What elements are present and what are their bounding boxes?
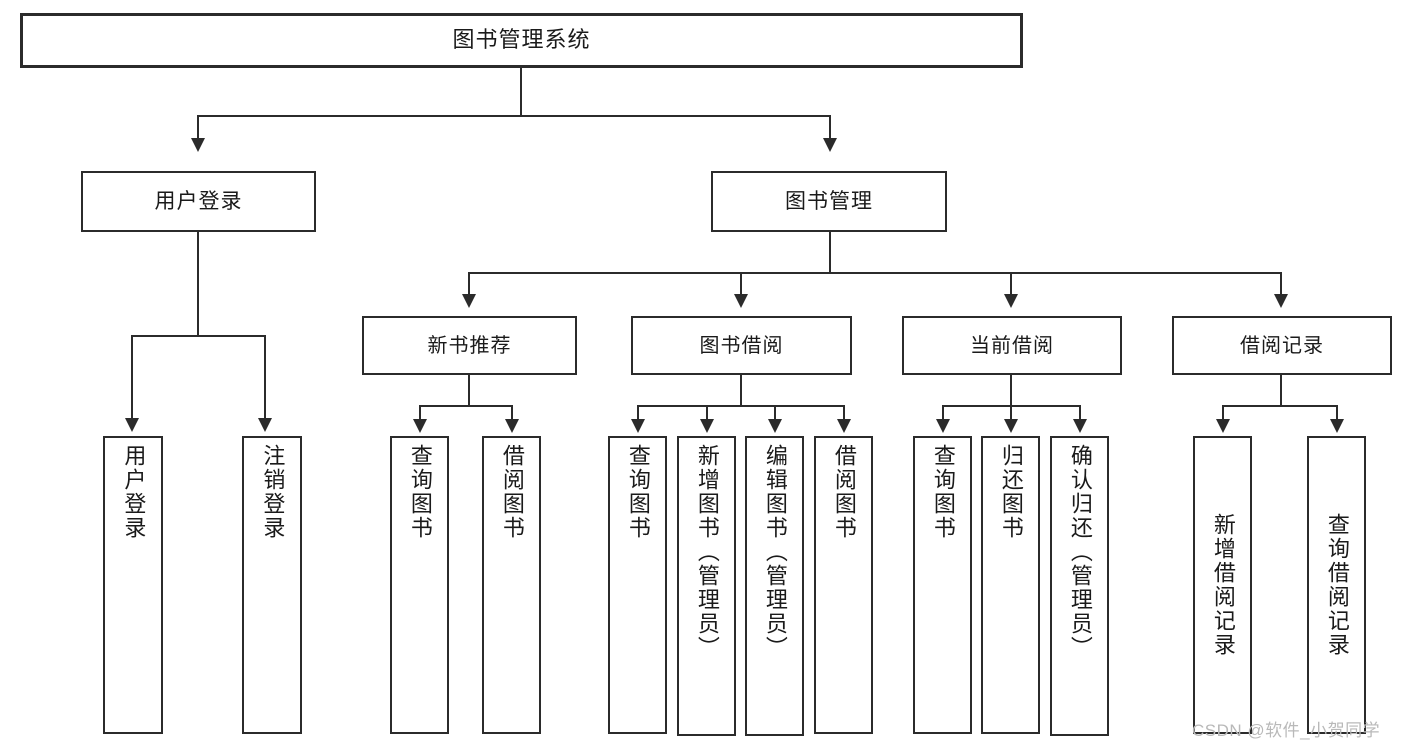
csdn-watermark: CSDN @软件_小贺同学 bbox=[1192, 716, 1380, 741]
node-label: 查询图书 bbox=[407, 444, 433, 540]
arrowhead-current-borrow-leaf-3 bbox=[1073, 419, 1087, 433]
arrowhead-current-borrow-leaf-1 bbox=[936, 419, 950, 433]
leaf-borrow-record-add-record[interactable]: 新增借阅记录 bbox=[1193, 436, 1252, 734]
connector-book-borrow-drop-3 bbox=[774, 405, 776, 421]
arrowhead-to-user-login bbox=[191, 138, 205, 152]
node-label: 图书管理系统 bbox=[452, 27, 591, 53]
leaf-new-book-query-book[interactable]: 查询图书 bbox=[390, 436, 449, 734]
connector-borrow-record-drop-2 bbox=[1336, 405, 1338, 421]
connector-current-borrow-drop-1 bbox=[942, 405, 944, 421]
leaf-borrow-record-query-record[interactable]: 查询借阅记录 bbox=[1307, 436, 1366, 734]
watermark-text: CSDN @软件_小贺同学 bbox=[1192, 721, 1381, 740]
arrowhead-current-borrow-leaf-2 bbox=[1004, 419, 1018, 433]
connector-book-borrow-trunk bbox=[740, 375, 742, 405]
leaf-book-borrow-edit-book[interactable]: 编辑图书（管理员） bbox=[745, 436, 804, 736]
node-label: 图书借阅 bbox=[699, 334, 784, 357]
arrowhead-to-new-book-recommend bbox=[462, 294, 476, 308]
node-label: 确认归还（管理员） bbox=[1067, 444, 1093, 660]
connector-lvl3-drop-4 bbox=[1280, 272, 1282, 297]
arrowhead-book-borrow-leaf-2 bbox=[700, 419, 714, 433]
arrowhead-book-borrow-leaf-4 bbox=[837, 419, 851, 433]
connector-root-drop-1 bbox=[197, 115, 199, 142]
node-borrow-record[interactable]: 借阅记录 bbox=[1172, 316, 1392, 375]
connector-new-book-drop-2 bbox=[511, 405, 513, 421]
node-root-book-management-system[interactable]: 图书管理系统 bbox=[20, 13, 1023, 68]
leaf-book-borrow-query-book[interactable]: 查询图书 bbox=[608, 436, 667, 734]
arrowhead-book-borrow-leaf-3 bbox=[768, 419, 782, 433]
leaf-book-borrow-borrow-book[interactable]: 借阅图书 bbox=[814, 436, 873, 734]
arrowhead-book-borrow-leaf-1 bbox=[631, 419, 645, 433]
leaf-new-book-borrow-book[interactable]: 借阅图书 bbox=[482, 436, 541, 734]
node-label: 查询图书 bbox=[930, 444, 956, 540]
node-label: 借阅记录 bbox=[1240, 334, 1324, 357]
node-label: 编辑图书（管理员） bbox=[762, 444, 788, 660]
node-label: 查询借阅记录 bbox=[1324, 513, 1350, 657]
arrowhead-borrow-record-leaf-2 bbox=[1330, 419, 1344, 433]
connector-borrow-record-bus bbox=[1222, 405, 1338, 407]
arrowhead-user-login-leaf-1 bbox=[125, 418, 139, 432]
connector-new-book-bus bbox=[419, 405, 513, 407]
node-book-borrow[interactable]: 图书借阅 bbox=[631, 316, 852, 375]
leaf-current-borrow-query-book[interactable]: 查询图书 bbox=[913, 436, 972, 734]
node-label: 用户登录 bbox=[154, 189, 243, 213]
connector-new-book-drop-1 bbox=[419, 405, 421, 421]
node-label: 新书推荐 bbox=[427, 334, 512, 357]
node-label: 归还图书 bbox=[998, 444, 1024, 540]
connector-current-borrow-drop-3 bbox=[1079, 405, 1081, 421]
connector-lvl3-drop-3 bbox=[1010, 272, 1012, 297]
connector-borrow-record-drop-1 bbox=[1222, 405, 1224, 421]
node-label: 当前借阅 bbox=[970, 334, 1054, 357]
node-label: 借阅图书 bbox=[831, 444, 857, 540]
node-label: 新增借阅记录 bbox=[1210, 513, 1236, 657]
arrowhead-user-login-leaf-2 bbox=[258, 418, 272, 432]
connector-current-borrow-trunk bbox=[1010, 375, 1012, 405]
leaf-user-login-logout[interactable]: 注销登录 bbox=[242, 436, 302, 734]
leaf-user-login-login[interactable]: 用户登录 bbox=[103, 436, 163, 734]
node-user-login[interactable]: 用户登录 bbox=[81, 171, 316, 232]
leaf-current-borrow-return-book[interactable]: 归还图书 bbox=[981, 436, 1040, 734]
connector-book-management-trunk bbox=[829, 232, 831, 272]
node-label: 用户登录 bbox=[121, 444, 147, 540]
arrowhead-to-book-borrow bbox=[734, 294, 748, 308]
node-label: 借阅图书 bbox=[499, 444, 525, 540]
connector-lvl3-drop-1 bbox=[468, 272, 470, 297]
arrowhead-borrow-record-leaf-1 bbox=[1216, 419, 1230, 433]
node-label: 注销登录 bbox=[260, 444, 286, 540]
node-current-borrow[interactable]: 当前借阅 bbox=[902, 316, 1122, 375]
connector-lvl3-drop-2 bbox=[740, 272, 742, 297]
connector-book-borrow-drop-1 bbox=[637, 405, 639, 421]
connector-user-login-drop-1 bbox=[131, 335, 133, 421]
connector-book-borrow-drop-4 bbox=[843, 405, 845, 421]
connector-borrow-record-trunk bbox=[1280, 375, 1282, 405]
connector-book-borrow-drop-2 bbox=[706, 405, 708, 421]
connector-root-trunk bbox=[520, 68, 522, 115]
arrowhead-to-current-borrow bbox=[1004, 294, 1018, 308]
connector-root-drop-2 bbox=[829, 115, 831, 142]
connector-root-bus bbox=[197, 115, 831, 117]
arrowhead-to-borrow-record bbox=[1274, 294, 1288, 308]
connector-book-management-bus bbox=[468, 272, 1282, 274]
arrowhead-new-book-leaf-2 bbox=[505, 419, 519, 433]
connector-user-login-trunk bbox=[197, 232, 199, 335]
node-book-management[interactable]: 图书管理 bbox=[711, 171, 947, 232]
node-label: 查询图书 bbox=[625, 444, 651, 540]
connector-new-book-trunk bbox=[468, 375, 470, 405]
connector-user-login-bus bbox=[131, 335, 266, 337]
connector-book-borrow-bus bbox=[637, 405, 845, 407]
arrowhead-new-book-leaf-1 bbox=[413, 419, 427, 433]
node-label: 图书管理 bbox=[785, 189, 873, 213]
leaf-current-borrow-confirm-return[interactable]: 确认归还（管理员） bbox=[1050, 436, 1109, 736]
connector-user-login-drop-2 bbox=[264, 335, 266, 421]
node-label: 新增图书（管理员） bbox=[694, 444, 720, 660]
connector-current-borrow-drop-2 bbox=[1010, 405, 1012, 421]
arrowhead-to-book-management bbox=[823, 138, 837, 152]
node-new-book-recommend[interactable]: 新书推荐 bbox=[362, 316, 577, 375]
leaf-book-borrow-add-book[interactable]: 新增图书（管理员） bbox=[677, 436, 736, 736]
